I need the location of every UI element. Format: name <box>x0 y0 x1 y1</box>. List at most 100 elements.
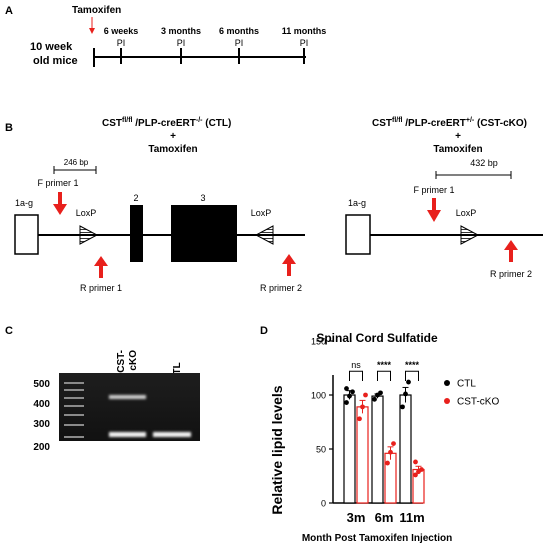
ladder-band <box>64 397 84 399</box>
timepoint-label: 6 weeks <box>104 26 139 36</box>
legend-label: CTL <box>457 379 476 390</box>
significance-label: ns <box>351 360 361 370</box>
cko-title-base: CST <box>372 118 392 129</box>
legend-marker <box>444 380 450 386</box>
data-point-cst-cko <box>360 404 365 410</box>
data-point-cst-cko <box>385 460 390 466</box>
ctl-title-sup2: -/- <box>196 117 203 124</box>
bar-cst-cko-3m <box>356 406 369 504</box>
data-point-ctl <box>406 379 411 385</box>
timepoint-pi: PI <box>235 38 244 48</box>
panel-letter-a: A <box>5 5 13 17</box>
timepoint-label: 11 months <box>282 26 327 36</box>
data-point-cst-cko <box>388 449 393 455</box>
timepoint-pi: PI <box>117 38 126 48</box>
data-point-ctl <box>344 400 349 405</box>
data-point-ctl <box>403 391 408 397</box>
cko-exon-1-label: 1a-g <box>348 198 366 208</box>
lane-ctl-label: CTL <box>172 362 183 381</box>
significance-label: **** <box>377 360 392 370</box>
ladder-band <box>64 405 84 407</box>
cko-title-mid: /PLP-creERT <box>403 118 466 129</box>
data-points <box>344 379 424 478</box>
ctl-exon-2 <box>130 205 143 262</box>
ctl-loxp-1-label: LoxP <box>76 208 97 218</box>
mice-label-line1: 10 week <box>30 41 73 53</box>
ctl-f-primer-arrowhead <box>53 204 67 215</box>
ladder-500: 500 <box>33 379 50 390</box>
ctl-exon-2-label: 2 <box>133 193 138 203</box>
data-point-ctl <box>372 396 377 402</box>
cko-r-primer-2-arrowhead <box>504 240 518 250</box>
ctl-r-primer-1-arrowhead <box>94 256 108 266</box>
ctl-r-primer-1-label: R primer 1 <box>80 283 122 293</box>
lane-cko-label-line1: CST- <box>116 350 127 373</box>
ladder-band <box>64 436 84 438</box>
significance-bracket <box>405 370 419 381</box>
ladder-bands <box>64 382 84 438</box>
ctl-tamoxifen: Tamoxifen <box>148 144 197 155</box>
category-label: 6m <box>375 510 394 525</box>
ladder-band <box>64 414 84 416</box>
bar-cst-cko-6m <box>384 452 397 504</box>
significance-brackets: ns******** <box>349 360 419 381</box>
ctl-loxp-2-label: LoxP <box>251 208 272 218</box>
ladder-300: 300 <box>33 419 50 430</box>
data-point-ctl <box>378 390 383 396</box>
data-point-ctl <box>350 389 355 395</box>
data-point-ctl <box>400 404 405 410</box>
ladder-400: 400 <box>33 399 50 410</box>
ctl-title-base: CST <box>102 118 122 129</box>
cko-exon-1 <box>345 214 371 255</box>
category-labels: 3m 6m 11m <box>347 510 425 525</box>
ctl-title-mid: /PLP-creERT <box>133 118 196 129</box>
ctl-plus: + <box>170 131 176 142</box>
significance-bracket <box>377 370 391 381</box>
ctl-title-sup: fl/fl <box>122 117 133 124</box>
cko-title-sup2: +/- <box>466 117 475 124</box>
ctl-r-primer-2-arrowhead <box>282 254 296 264</box>
cko-f-primer-label: F primer 1 <box>413 185 454 195</box>
category-label: 11m <box>399 510 424 525</box>
chart-title: Spinal Cord Sulfatide <box>316 331 438 345</box>
data-point-cst-cko <box>391 441 396 446</box>
mice-label-line2: old mice <box>33 55 78 67</box>
ctl-loxp-2 <box>254 225 274 245</box>
timepoint-pi: PI <box>300 38 309 48</box>
ctl-band-246 <box>153 432 191 437</box>
cko-band-246 <box>109 432 146 437</box>
panel-b: B CSTfl/fl /PLP-creERT-/- (CTL) + Tamoxi… <box>5 117 543 293</box>
cko-loxp <box>460 225 480 245</box>
bar-ctl-11m <box>399 394 412 504</box>
ctl-title-end: (CTL) <box>202 118 231 129</box>
ladder-band <box>64 382 84 384</box>
data-point-cst-cko <box>363 392 368 398</box>
ladder-band <box>64 424 84 426</box>
ctl-exon-1-label: 1a-g <box>15 198 33 208</box>
y-tick-label: 100 <box>311 391 326 401</box>
y-axis-label: Relative lipid levels <box>269 385 285 514</box>
panel-a: A Tamoxifen 10 week old mice 6 weeks PI … <box>5 5 327 67</box>
timepoint-pi: PI <box>177 38 186 48</box>
data-point-cst-cko <box>413 459 418 465</box>
y-tick-label: 0 <box>321 499 326 509</box>
y-tick-label: 50 <box>316 445 326 455</box>
category-label: 3m <box>347 510 366 525</box>
cko-f-primer-arrowhead <box>427 210 441 222</box>
cko-r-primer-2-label: R primer 2 <box>490 269 532 279</box>
x-axis-label: Month Post Tamoxifen Injection <box>302 533 452 544</box>
ctl-r-primer-2-label: R primer 2 <box>260 283 302 293</box>
data-point-ctl <box>347 393 352 399</box>
cko-plus: + <box>455 131 461 142</box>
panel-letter-d: D <box>260 325 268 337</box>
panel-letter-b: B <box>5 122 13 134</box>
ctl-loxp-1 <box>79 225 99 245</box>
ladder-band <box>64 389 84 391</box>
panel-letter-c: C <box>5 325 13 337</box>
ladder-200: 200 <box>33 442 50 453</box>
cko-tamoxifen: Tamoxifen <box>433 144 482 155</box>
tamoxifen-arrowhead <box>89 28 95 34</box>
